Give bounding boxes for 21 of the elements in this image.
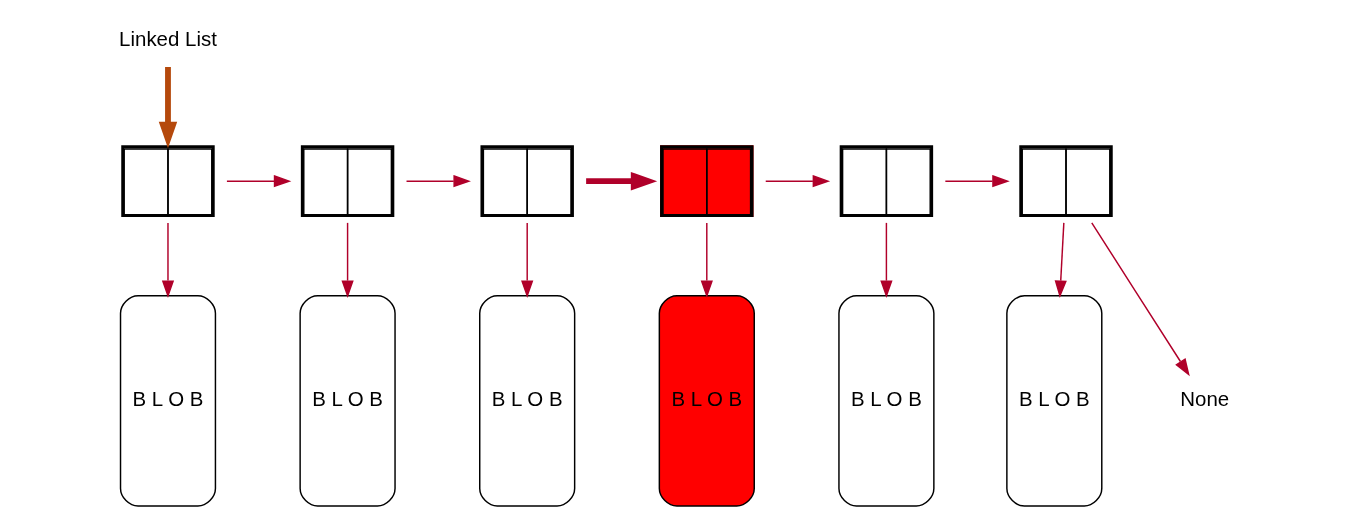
node-box: B L O B	[1006, 295, 1103, 507]
arrow	[341, 222, 354, 298]
arrow	[880, 222, 893, 298]
arrow	[405, 175, 471, 188]
arrow	[1054, 222, 1067, 298]
arrow	[700, 222, 713, 298]
arrow	[586, 171, 658, 191]
arrow	[226, 175, 292, 188]
node-box: B L O B	[838, 295, 935, 507]
arrow	[765, 175, 831, 188]
node-box: B L O B	[119, 295, 217, 507]
node-box: B L O B	[479, 295, 576, 507]
node-box: B L O B	[299, 295, 396, 507]
node-box: B L O B	[658, 295, 755, 507]
arrow	[521, 222, 534, 298]
arrow	[161, 222, 175, 298]
node-text: Linked List	[119, 26, 217, 50]
arrow	[1091, 222, 1190, 377]
arrow	[944, 175, 1010, 188]
node-text: None	[1180, 387, 1230, 411]
arrow	[158, 67, 178, 149]
